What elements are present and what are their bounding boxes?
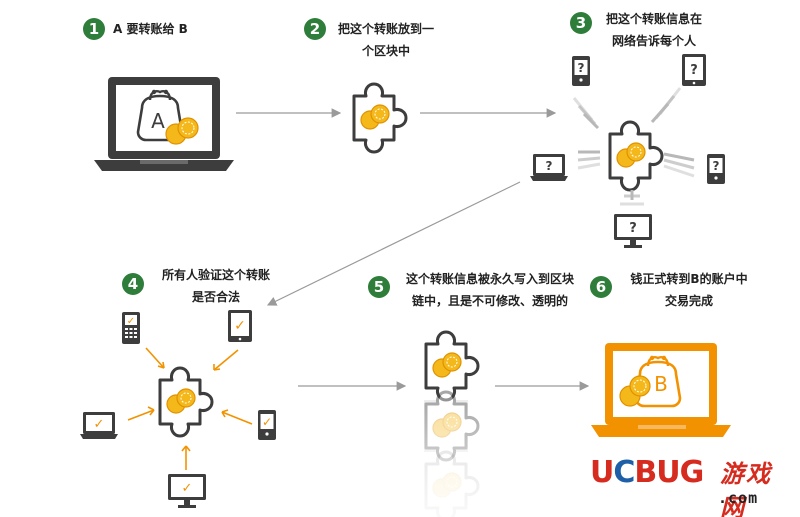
verify-tablet-icon: ✓ xyxy=(228,310,252,342)
svg-text:?: ? xyxy=(713,159,720,173)
svg-text:✓: ✓ xyxy=(94,417,105,432)
verify-laptop-icon: ✓ xyxy=(80,412,118,439)
brand-letter-c: C xyxy=(613,455,635,490)
step-2-caption-line-2: 个区块中 xyxy=(361,44,410,58)
broadcast-monitor-icon: ? xyxy=(614,214,652,248)
step-3-caption: 把这个转账信息在 网络告诉每个人 xyxy=(596,8,712,52)
broadcast-laptop-icon: ? xyxy=(530,154,568,181)
step-4-caption-line-1: 所有人验证这个转账 xyxy=(161,268,270,282)
wallet-a-label: A xyxy=(151,109,165,133)
svg-text:?: ? xyxy=(629,221,637,236)
brand-letter-u: U xyxy=(590,455,614,490)
svg-text:✓: ✓ xyxy=(127,316,135,327)
step-6-caption-line-2: 交易完成 xyxy=(664,294,713,308)
step-5-caption-line-2: 链中，且是不可修改、透明的 xyxy=(411,294,568,308)
step-2-caption-line-1: 把这个转账放到一 xyxy=(337,22,434,36)
block-puzzle-icon xyxy=(352,82,408,154)
broadcast-phone-icon: ? xyxy=(572,56,590,86)
ucbug-watermark-logo: UCBUG 游戏网 .com xyxy=(590,455,795,517)
verify-phone-icon: ✓ xyxy=(258,410,276,440)
step-1-badge: 1 xyxy=(83,18,105,40)
wallet-b-label: B xyxy=(654,372,668,396)
step-6-caption-line-1: 钱正式转到B的账户中 xyxy=(630,272,748,286)
verify-monitor-icon: ✓ xyxy=(168,474,206,508)
step-5-badge: 5 xyxy=(368,276,390,298)
step-3-caption-line-2: 网络告诉每个人 xyxy=(611,34,696,48)
step-3-badge: 3 xyxy=(570,12,592,34)
blockchain-chain-icon xyxy=(410,330,490,517)
brand-letters-bug: BUG xyxy=(634,455,704,490)
broadcast-tablet-icon: ? xyxy=(682,54,706,86)
laptop-wallet-a-icon: A xyxy=(94,77,234,171)
step-2-badge: 2 xyxy=(304,18,326,40)
step-5-caption: 这个转账信息被永久写入到区块 链中，且是不可修改、透明的 xyxy=(392,268,588,312)
svg-text:✓: ✓ xyxy=(262,415,272,429)
svg-text:?: ? xyxy=(690,63,698,78)
verify-arrows xyxy=(127,347,253,470)
svg-text:?: ? xyxy=(578,61,585,75)
broadcast-signal-waves xyxy=(572,87,695,206)
step-4-caption: 所有人验证这个转账 是否合法 xyxy=(150,264,282,308)
verify-block-icon xyxy=(158,366,214,438)
step-1-caption-line-1: A 要转账给 B xyxy=(113,22,188,36)
arrow-3-to-4 xyxy=(266,181,521,306)
svg-text:?: ? xyxy=(546,159,553,173)
step-6-caption: 钱正式转到B的账户中 交易完成 xyxy=(614,268,764,312)
verify-oldphone-icon: ✓ xyxy=(122,312,140,344)
brand-chinese-name: 游戏网 xyxy=(720,460,772,517)
step-6-badge: 6 xyxy=(590,276,612,298)
svg-text:✓: ✓ xyxy=(182,481,193,496)
broadcast-mobile-icon: ? xyxy=(707,154,725,184)
broadcast-block-icon xyxy=(608,120,664,192)
step-3-caption-line-1: 把这个转账信息在 xyxy=(605,12,702,26)
step-5-caption-line-1: 这个转账信息被永久写入到区块 xyxy=(405,272,574,286)
laptop-wallet-b-icon: B xyxy=(591,343,731,437)
svg-text:✓: ✓ xyxy=(234,318,246,334)
step-2-caption: 把这个转账放到一 个区块中 xyxy=(328,18,444,62)
step-4-caption-line-2: 是否合法 xyxy=(191,290,240,304)
step-4-badge: 4 xyxy=(122,273,144,295)
brand-domain: .com xyxy=(718,489,759,507)
step-1-caption: A 要转账给 B xyxy=(113,18,188,40)
brand-wordmark: UCBUG xyxy=(590,455,704,491)
